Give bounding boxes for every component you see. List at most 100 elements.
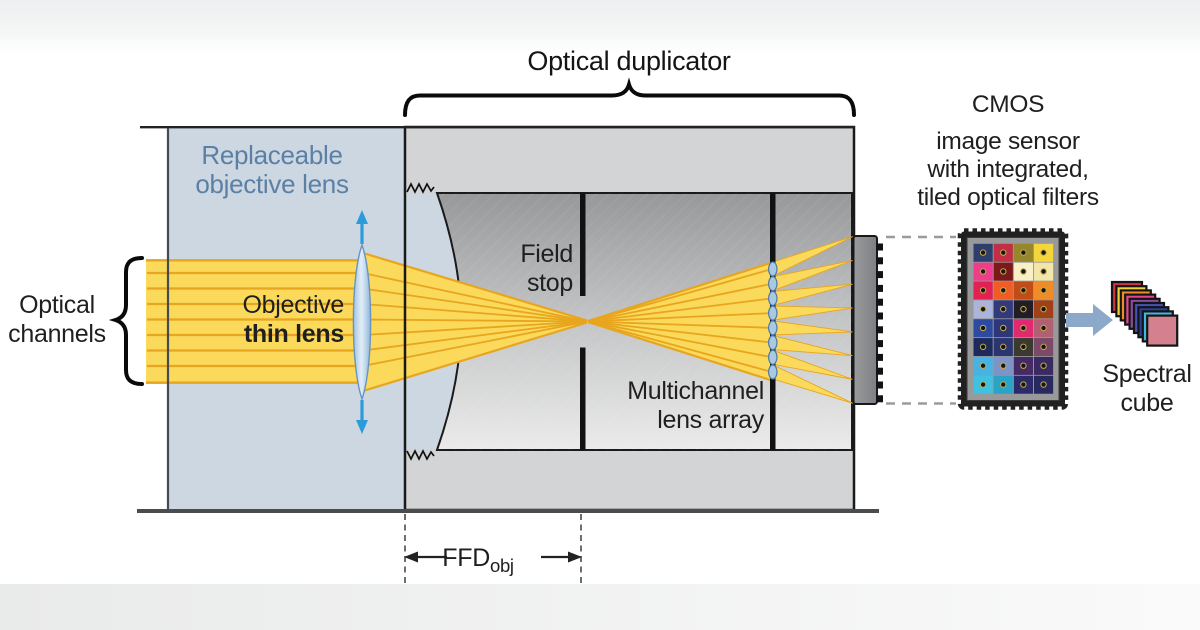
- filter-tile-dot: [1000, 249, 1007, 256]
- light-ray: [362, 320, 588, 352]
- light-ray: [587, 320, 773, 329]
- light-ray: [362, 287, 588, 323]
- lenslet-column: [767, 261, 778, 380]
- lenslet: [767, 305, 778, 321]
- label-multichannel-line1: Multichannel: [627, 377, 764, 405]
- light-ray: [587, 320, 773, 344]
- filter-tile-dot: [1000, 268, 1007, 275]
- lenslet: [767, 364, 778, 380]
- label-optical-channels-line2: channels: [8, 320, 106, 348]
- bottom-gradient-band: [0, 584, 1200, 630]
- label-replaceable-objective-line1: Replaceable: [201, 140, 342, 170]
- sensor-pin: [876, 243, 883, 251]
- lens-down-arrow-head: [356, 420, 368, 434]
- filter-tile-dot: [1020, 324, 1027, 332]
- lenslet: [767, 261, 778, 277]
- optical-duplicator-brace: [403, 77, 856, 117]
- filter-tile-dot: [1040, 343, 1047, 351]
- sensor-pin: [876, 395, 883, 403]
- filter-tile-dot: [979, 305, 987, 313]
- filter-tile-dot: [1020, 381, 1027, 388]
- sensor-pin: [876, 271, 883, 279]
- light-ray: [587, 297, 773, 323]
- ffd-subscript-text: obj: [490, 555, 514, 576]
- sensor-pin: [876, 367, 883, 375]
- cube-layer: [1146, 314, 1179, 347]
- filter-tile-dot: [979, 362, 987, 369]
- lenslet: [767, 335, 778, 351]
- light-ray: [362, 303, 588, 323]
- beam-parallel-band: [146, 259, 365, 384]
- light-ray: [587, 320, 773, 382]
- sensor-pin: [876, 284, 883, 292]
- filter-tile-dot: [1000, 305, 1007, 313]
- label-objective-thin-lens-line1: Objective: [242, 291, 344, 319]
- filter-tile-dot: [979, 249, 987, 256]
- lenslet: [767, 290, 778, 306]
- thread-zigzag-bottom: [406, 449, 435, 461]
- light-ray: [362, 321, 588, 393]
- filter-tile-dot: [1020, 362, 1027, 369]
- label-ffd: FFDobj: [442, 544, 514, 576]
- right-arrow-icon: [1066, 304, 1113, 336]
- label-cmos-line2: image sensor: [936, 128, 1080, 155]
- sensor-pin: [876, 340, 883, 348]
- filter-tile-dot: [979, 324, 987, 332]
- light-ray: [587, 282, 773, 323]
- label-spectral-cube-line2: cube: [1120, 389, 1173, 417]
- sensor-pin: [876, 381, 883, 389]
- lenslet: [767, 276, 778, 292]
- lenslet: [767, 320, 778, 336]
- filter-tile-dot: [979, 343, 987, 351]
- optical-channels-brace: [108, 256, 144, 386]
- label-cmos-line3: with integrated,: [926, 156, 1088, 183]
- field-stop-lower-blade: [580, 347, 586, 450]
- parallel-rays: [146, 259, 364, 384]
- filter-tile-dot: [1000, 343, 1007, 351]
- filter-tile-dot: [1040, 362, 1047, 369]
- top-gradient-band: [0, 0, 1200, 54]
- thread-zigzag-top: [406, 182, 435, 194]
- label-optical-duplicator: Optical duplicator: [527, 46, 731, 76]
- light-ray: [362, 251, 588, 322]
- filter-tile-dot: [1020, 268, 1027, 275]
- spectral-cube-stack: [1110, 280, 1179, 347]
- ffd-arrow-left-head: [404, 551, 418, 563]
- light-ray: [587, 320, 773, 373]
- filter-tile-dot: [1020, 287, 1027, 294]
- sensor-pin: [876, 353, 883, 361]
- beam-diverging-cone: [587, 262, 772, 381]
- lenslet: [767, 349, 778, 365]
- filter-tile-dot: [1040, 324, 1047, 332]
- label-cmos-line1: CMOS: [972, 91, 1044, 118]
- filter-tile-dot: [979, 381, 987, 388]
- filter-tile-dot: [1000, 362, 1007, 369]
- filter-tile-dot: [1020, 343, 1027, 351]
- converging-rays: [362, 251, 588, 393]
- filter-tile-dot: [979, 268, 987, 275]
- light-ray: [587, 312, 773, 323]
- filter-tile-dot: [1020, 305, 1027, 313]
- filter-tile-dot: [1000, 324, 1007, 332]
- light-ray: [587, 268, 773, 323]
- sensor-pin: [876, 257, 883, 265]
- light-ray: [362, 272, 588, 323]
- light-ray: [362, 320, 588, 367]
- light-ray: [587, 320, 773, 359]
- sensor-pin: [876, 312, 883, 320]
- sensor-pin: [876, 326, 883, 334]
- filter-tile-dot: [1040, 287, 1047, 294]
- ffd-main-text: FFD: [442, 544, 490, 572]
- filter-tile-dot: [1000, 381, 1007, 388]
- filter-tile-dot: [1040, 249, 1047, 256]
- cmos-sensor-chip: [852, 235, 878, 405]
- sensor-pin: [876, 298, 883, 306]
- light-ray: [587, 261, 773, 323]
- tiled-filter-mosaic: [973, 243, 1054, 394]
- label-field-stop-line2: stop: [527, 269, 573, 297]
- label-optical-channels-line1: Optical: [19, 291, 95, 319]
- duplicator-housing-bottom: [405, 450, 854, 510]
- label-field-stop-line1: Field: [520, 240, 573, 268]
